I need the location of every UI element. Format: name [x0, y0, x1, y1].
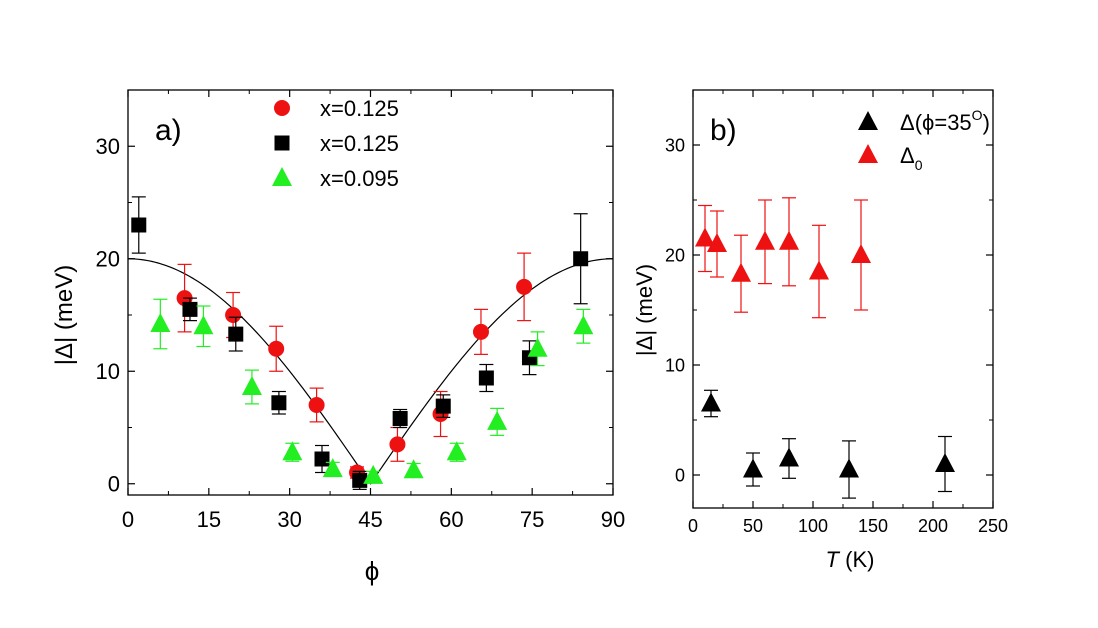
panel-a-series-1-point [228, 326, 244, 342]
panel-a-series-1-point [131, 217, 147, 233]
panel-a-series-0-point [389, 436, 406, 453]
panel-a-series-0-point [268, 340, 285, 357]
panel-a-fit-curve [127, 258, 614, 485]
panel-b-series-0-point [935, 453, 955, 472]
panel-b-x-label-var: T [826, 547, 841, 572]
panel-b-x-tick-label: 250 [978, 516, 1008, 536]
panel-a-series-2-point [403, 459, 424, 479]
panel-b-legend-label-main: Δ [900, 143, 915, 168]
panel-a-series-0-point [225, 307, 242, 323]
panel-a-x-tick-label: 45 [358, 507, 382, 532]
panel-a-series-2-point [446, 441, 467, 461]
panel-a-legend-marker [274, 100, 290, 116]
panel-a-legend: x=0.125 x=0.125 x=0.095 [272, 96, 399, 191]
panel-b-y-tick-label: 20 [665, 245, 685, 265]
panel-b-plot-area: 0 50 100 150 200 250 0 10 20 30 [665, 89, 1008, 536]
panel-b-series-0-point [701, 392, 721, 412]
panel-b-legend-label-sup: O [972, 107, 983, 123]
panel-a-series-1-point [271, 395, 287, 411]
panel-b-x-tick-label: 50 [743, 516, 763, 536]
panel-b-y-tick-label: 30 [665, 135, 685, 155]
panel-a-series-2-point [150, 313, 171, 332]
panel-b-y-tick-label: 0 [675, 465, 685, 485]
panel-b-legend-marker [858, 144, 878, 163]
panel-a-x-tick-label: 75 [520, 507, 544, 532]
panel-a-y-axis-label: |Δ| (meV) [51, 265, 78, 366]
panel-b-x-axis-label: T (K) [826, 547, 875, 572]
panel-b-y-axis-label: |Δ| (meV) [632, 264, 657, 356]
panel-b-frame [692, 89, 994, 509]
panel-a-series-2-point [322, 458, 343, 478]
panel-b-series-0 [701, 389, 955, 499]
panel-a-series-2-point [193, 315, 214, 335]
panel-a-series-2-point [241, 376, 262, 395]
panel-a-series-2-point [573, 315, 594, 335]
panel-b-series-1-point [707, 233, 727, 252]
panel-a-series-0-point [308, 397, 325, 413]
panel-a-series-0 [176, 252, 533, 481]
panel-b-series-1-point [695, 227, 715, 247]
panel-b-series-1-point [809, 260, 829, 280]
panel-b-x-tick-label: 100 [798, 516, 828, 536]
panel-b-legend: Δ(ϕ=35O) Δ0 [858, 107, 990, 173]
panel-b: 0 50 100 150 200 250 0 10 20 30 b) T (K) |Δ| (meV… [632, 89, 1008, 572]
panel-b-legend-label-sub: 0 [915, 157, 923, 173]
panel-a-x-tick-label: 15 [197, 507, 221, 532]
panel-a-series-0-point [516, 278, 533, 295]
panel-b-x-tick-label: 0 [688, 516, 698, 536]
panel-b-x-tick-label: 150 [858, 516, 888, 536]
panel-b-series-1 [695, 197, 871, 319]
panel-a-series-2-point [363, 464, 384, 484]
panel-a-legend-label: x=0.125 [320, 96, 399, 121]
panel-b-legend-label-close: ) [983, 110, 990, 135]
panel-a-series-1-point [573, 251, 589, 267]
panel-a-series-2-point [282, 441, 303, 461]
panel-b-series-0-point [839, 458, 859, 478]
panel-a: 0 15 30 45 60 75 90 0 10 20 30 a) ϕ |Δ| (meV) x=0.… [51, 89, 625, 586]
panel-b-series-0-point [779, 447, 799, 467]
panel-a-series-1-point [392, 411, 408, 426]
panel-b-series-1-point [851, 244, 871, 263]
panel-b-legend-label-main: Δ(ϕ=35 [900, 110, 972, 135]
panel-a-y-tick-label: 30 [96, 134, 120, 159]
panel-a-x-axis-label: ϕ [365, 556, 380, 586]
panel-a-series-2 [150, 298, 594, 484]
panel-b-series-1-point [755, 230, 775, 250]
panel-a-x-tick-label: 0 [122, 507, 134, 532]
panel-a-series-1-point [182, 301, 198, 317]
panel-a-legend-marker [272, 167, 292, 186]
panel-a-y-tick-label: 0 [108, 471, 120, 496]
panel-a-series-0-point [472, 323, 489, 340]
panel-b-series-0-point [743, 458, 763, 478]
panel-a-plot-area: 0 15 30 45 60 75 90 0 10 20 30 [96, 89, 625, 532]
panel-a-x-tick-label: 60 [439, 507, 463, 532]
panel-a-series-1-point [352, 472, 368, 488]
panel-a-x-tick-label: 30 [277, 507, 301, 532]
panel-a-series-2-point [527, 337, 548, 357]
panel-a-y-tick-label: 20 [96, 246, 120, 271]
panel-a-series-1-point [314, 451, 330, 467]
panel-a-series-1 [131, 196, 589, 490]
panel-a-series-2-point [487, 410, 508, 430]
panel-b-x-tick-label: 200 [918, 516, 948, 536]
panel-a-legend-marker [274, 135, 290, 151]
panel-a-series-1-point [478, 370, 494, 386]
panel-b-label: b) [710, 114, 737, 147]
panel-b-legend-marker [858, 111, 878, 130]
panel-a-series-1-point [435, 398, 451, 414]
panel-b-legend-label: Δ(ϕ=35O) [900, 107, 990, 135]
panel-a-legend-label: x=0.095 [320, 166, 399, 191]
panel-b-series-1-point [731, 262, 751, 282]
panel-a-x-tick-label: 90 [601, 507, 625, 532]
panel-a-legend-label: x=0.125 [320, 131, 399, 156]
panel-b-x-label-unit: (K) [839, 547, 874, 572]
panel-b-y-tick-label: 10 [665, 355, 685, 375]
panel-a-label: a) [155, 114, 182, 147]
panel-b-legend-label: Δ0 [900, 143, 923, 173]
panel-b-series-1-point [779, 230, 799, 250]
panel-a-y-tick-label: 10 [96, 359, 120, 384]
